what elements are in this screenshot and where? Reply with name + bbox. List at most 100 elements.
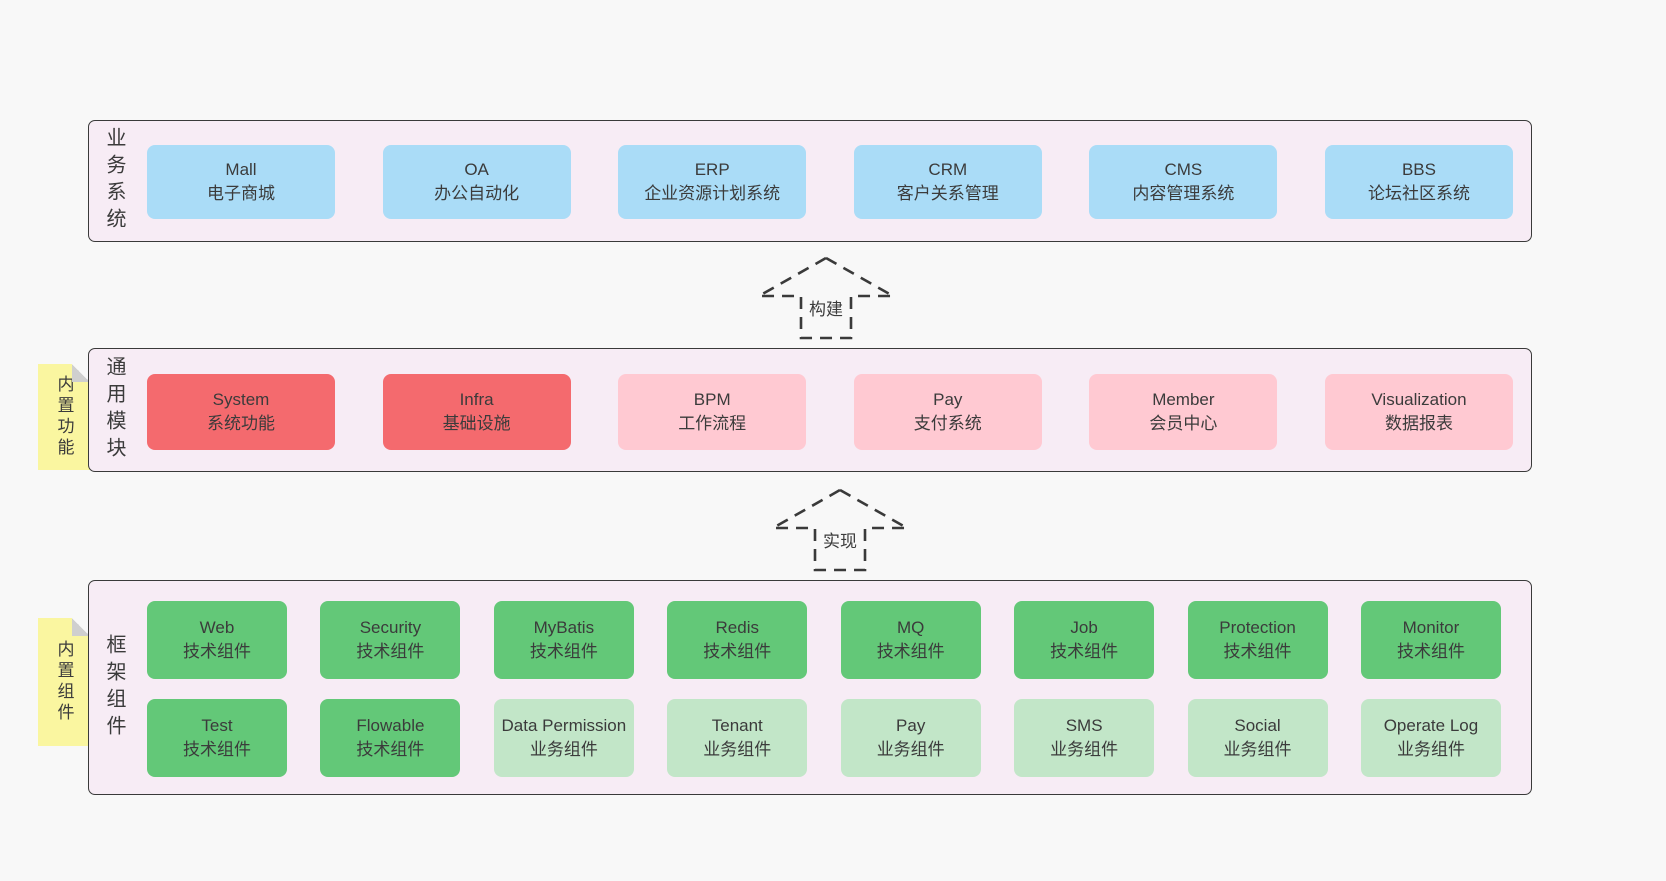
node-title: Operate Log: [1383, 715, 1479, 735]
framework-row-1: Web 技术组件 Security 技术组件 MyBatis 技术组件 Redi…: [147, 601, 1501, 679]
arrow-implement: 实现: [770, 487, 910, 573]
node-subtitle: 业务组件: [1223, 740, 1292, 759]
node-cms: CMS 内容管理系统: [1089, 145, 1278, 219]
node-tenant: Tenant 业务组件: [667, 699, 808, 777]
node-title: SMS: [1065, 715, 1103, 735]
node-visualization: Visualization 数据报表: [1324, 374, 1513, 450]
section-common-modules: 通用模块 System 系统功能 Infra 基础设施 BPM 工作流程 Pay…: [88, 348, 1532, 472]
node-subtitle: 业务组件: [1050, 740, 1119, 759]
node-title: Pay: [896, 715, 926, 735]
node-title: Monitor: [1402, 617, 1460, 637]
node-subtitle: 技术组件: [876, 642, 945, 661]
node-sms: SMS 业务组件: [1014, 699, 1155, 777]
node-web: Web 技术组件: [147, 601, 287, 679]
node-title: Security: [359, 617, 422, 637]
node-title: Flowable: [356, 715, 425, 735]
node-monitor: Monitor 技术组件: [1360, 601, 1501, 679]
node-subtitle: 企业资源计划系统: [644, 184, 781, 203]
node-title: Pay: [933, 389, 963, 409]
node-title: Redis: [715, 617, 759, 637]
node-title: CMS: [1164, 159, 1203, 179]
node-subtitle: 办公自动化: [434, 184, 520, 203]
node-title: Social: [1234, 715, 1281, 735]
node-bpm: BPM 工作流程: [618, 374, 807, 450]
node-system: System 系统功能: [147, 374, 335, 450]
sticky-note-text: 内置功能: [54, 375, 74, 459]
node-subtitle: 会员中心: [1149, 414, 1218, 433]
node-title: Web: [199, 617, 235, 637]
node-subtitle: 技术组件: [1396, 642, 1465, 661]
section-modules-label: 通用模块: [103, 356, 125, 464]
section-framework-label: 框架组件: [103, 633, 125, 742]
node-title: Visualization: [1371, 389, 1467, 409]
node-subtitle: 业务组件: [529, 740, 598, 759]
node-subtitle: 系统功能: [207, 414, 275, 433]
node-subtitle: 业务组件: [876, 740, 945, 759]
node-title: ERP: [694, 159, 730, 179]
node-title: CRM: [928, 159, 968, 179]
node-crm: CRM 客户关系管理: [853, 145, 1042, 219]
sticky-note-built-in-features: 内置功能: [38, 364, 90, 470]
node-subtitle: 技术组件: [529, 642, 598, 661]
node-flowable: Flowable 技术组件: [320, 699, 461, 777]
node-operate-log: Operate Log 业务组件: [1360, 699, 1501, 777]
node-title: Data Permission: [501, 715, 627, 735]
node-subtitle: 业务组件: [703, 740, 772, 759]
node-subtitle: 技术组件: [1223, 642, 1292, 661]
node-oa: OA 办公自动化: [382, 145, 571, 219]
node-subtitle: 技术组件: [1050, 642, 1119, 661]
business-row: Mall 电子商城 OA 办公自动化 ERP 企业资源计划系统 CRM 客户关系…: [147, 145, 1513, 219]
sticky-note-built-in-components: 内置组件: [38, 618, 90, 746]
arrow-implement-label: 实现: [820, 527, 860, 552]
node-subtitle: 数据报表: [1384, 414, 1453, 433]
node-subtitle: 技术组件: [183, 642, 251, 661]
node-mybatis: MyBatis 技术组件: [493, 601, 634, 679]
node-mall: Mall 电子商城: [147, 145, 335, 219]
node-job: Job 技术组件: [1014, 601, 1155, 679]
node-subtitle: 内容管理系统: [1132, 184, 1235, 203]
node-member: Member 会员中心: [1089, 374, 1278, 450]
arrow-build-label: 构建: [806, 295, 846, 320]
node-erp: ERP 企业资源计划系统: [618, 145, 807, 219]
node-title: BPM: [693, 389, 731, 409]
framework-row-2: Test 技术组件 Flowable 技术组件 Data Permission …: [147, 699, 1501, 777]
node-infra: Infra 基础设施: [382, 374, 571, 450]
node-subtitle: 支付系统: [913, 414, 982, 433]
node-title: OA: [464, 159, 489, 179]
node-test: Test 技术组件: [147, 699, 287, 777]
node-subtitle: 电子商城: [207, 184, 275, 203]
node-title: MQ: [896, 617, 925, 637]
section-framework-components: 框架组件 Web 技术组件 Security 技术组件 MyBatis 技术组件…: [88, 580, 1532, 795]
node-subtitle: 技术组件: [356, 642, 425, 661]
node-redis: Redis 技术组件: [667, 601, 808, 679]
node-title: Protection: [1219, 617, 1296, 637]
node-title: Tenant: [711, 715, 763, 735]
node-subtitle: 基础设施: [442, 414, 511, 433]
node-title: Test: [201, 715, 233, 735]
node-title: System: [212, 389, 270, 409]
node-mq: MQ 技术组件: [840, 601, 981, 679]
node-title: Member: [1152, 389, 1215, 409]
node-subtitle: 业务组件: [1396, 740, 1465, 759]
node-subtitle: 技术组件: [183, 740, 251, 759]
node-title: Job: [1070, 617, 1098, 637]
node-data-permission: Data Permission 业务组件: [493, 699, 634, 777]
node-bbs: BBS 论坛社区系统: [1324, 145, 1513, 219]
node-title: Infra: [459, 389, 494, 409]
node-title: MyBatis: [533, 617, 595, 637]
block-arrow-up-icon: [770, 488, 910, 572]
arrow-build: 构建: [756, 255, 896, 341]
node-security: Security 技术组件: [320, 601, 461, 679]
node-pay-biz: Pay 业务组件: [840, 699, 981, 777]
node-title: BBS: [1401, 159, 1436, 179]
node-social: Social 业务组件: [1187, 699, 1328, 777]
sticky-note-text: 内置组件: [54, 640, 74, 724]
section-business-systems: 业务系统 Mall 电子商城 OA 办公自动化 ERP 企业资源计划系统 CRM…: [88, 120, 1532, 242]
modules-row: System 系统功能 Infra 基础设施 BPM 工作流程 Pay 支付系统…: [147, 374, 1513, 450]
node-pay: Pay 支付系统: [853, 374, 1042, 450]
node-subtitle: 技术组件: [356, 740, 425, 759]
section-business-label: 业务系统: [103, 127, 125, 235]
block-arrow-up-icon: [756, 256, 896, 340]
node-subtitle: 客户关系管理: [896, 184, 999, 203]
